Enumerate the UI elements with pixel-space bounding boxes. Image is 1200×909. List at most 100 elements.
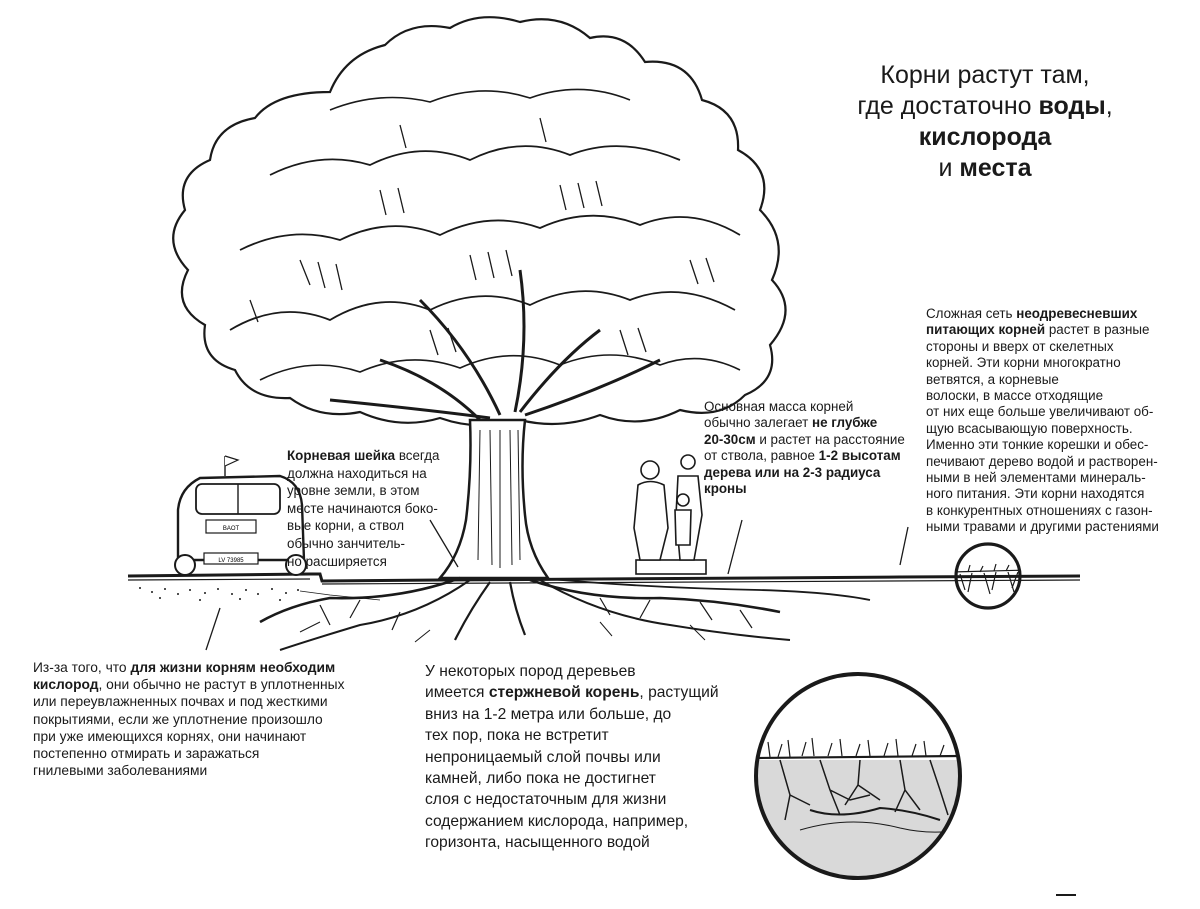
text-line: стороны и вверх от скелетных bbox=[926, 339, 1159, 355]
text-line: Из-за того, что для жизни корням необход… bbox=[33, 659, 345, 676]
bold-text-run: кислорода bbox=[918, 123, 1052, 151]
text-line: горизонта, насыщенного водой bbox=[425, 832, 719, 853]
text-line: при уже имеющихся корнях, они начинают bbox=[33, 728, 345, 745]
text-run: слоя с недостаточным для жизни bbox=[425, 791, 667, 809]
text-line: камней, либо пока не достигнет bbox=[425, 768, 719, 789]
leader-lines bbox=[205, 519, 909, 651]
text-run: стороны и вверх от скелетных bbox=[926, 338, 1114, 354]
text-run: вниз на 1-2 метра или больше, до bbox=[425, 705, 672, 723]
text-run: должна находиться на bbox=[287, 465, 427, 481]
text-run: и bbox=[938, 154, 960, 182]
text-line: ветвятся, а корневые bbox=[926, 372, 1159, 388]
text-line: ными травами и другими растениями bbox=[926, 519, 1159, 535]
text-run: покрытиями, если же уплотнение произошло bbox=[33, 711, 323, 727]
text-line: вые корни, а ствол bbox=[287, 517, 439, 535]
text-run: имеется bbox=[425, 684, 489, 702]
text-line: обычно занчитель- bbox=[287, 535, 439, 553]
diagram-title: Корни растут там,где достаточно воды,кис… bbox=[820, 60, 1150, 184]
bold-text-run: стержневой корень bbox=[488, 684, 640, 702]
bold-text-run: не глубже bbox=[812, 415, 878, 431]
bold-text-run: кислород bbox=[33, 677, 99, 693]
text-line: имеется стержневой корень, растущий bbox=[425, 682, 719, 703]
text-line: волоски, в массе отходящие bbox=[926, 388, 1159, 404]
text-line: покрытиями, если же уплотнение произошло bbox=[33, 711, 345, 728]
bold-text-run: места bbox=[959, 154, 1032, 182]
text-line: 20-30см и растет на расстояние bbox=[704, 432, 905, 448]
text-run: Именно эти тонкие корешки и обес- bbox=[926, 437, 1149, 453]
taxi-car bbox=[174, 455, 307, 576]
text-run: от них еще больше увеличивают об- bbox=[926, 404, 1154, 420]
text-run: где достаточно bbox=[857, 92, 1039, 120]
text-run: ными травами и другими растениями bbox=[926, 519, 1159, 535]
text-run: обычно залегает bbox=[704, 415, 813, 431]
car-sign-label: BAOT bbox=[223, 526, 240, 532]
bold-text-run: неодревесневших bbox=[1016, 306, 1138, 321]
text-run: У некоторых пород деревьев bbox=[425, 663, 636, 680]
text-line: от ствола, равное 1-2 высотам bbox=[704, 448, 905, 464]
text-line: питающих корней растет в разные bbox=[926, 322, 1159, 338]
text-line: Именно эти тонкие корешки и обес- bbox=[926, 437, 1159, 453]
text-line: вниз на 1-2 метра или больше, до bbox=[425, 704, 719, 725]
canopy-shadows bbox=[249, 117, 715, 356]
text-line: Корни растут там, bbox=[820, 60, 1150, 91]
text-run: растет в разные bbox=[1045, 322, 1150, 338]
bold-text-run: Корневая шейка bbox=[287, 448, 396, 463]
bold-text-run: воды bbox=[1038, 92, 1106, 120]
text-run: тех пор, пока не встретит bbox=[425, 727, 609, 745]
text-run: , они обычно не растут в уплотненных bbox=[98, 677, 345, 693]
text-line: обычно залегает не глубже bbox=[704, 415, 905, 431]
text-line: щую всасывающую поверхность. bbox=[926, 421, 1159, 437]
text-line: постепенно отмирать и заражаться bbox=[33, 745, 345, 762]
text-line: от них еще больше увеличивают об- bbox=[926, 404, 1159, 420]
text-line: Основная масса корней bbox=[704, 399, 905, 415]
people-figures bbox=[633, 454, 707, 575]
text-line: гнилевыми заболеваниями bbox=[33, 762, 345, 779]
text-run: обычно занчитель- bbox=[287, 535, 405, 551]
bold-text-run: дерева или на 2-3 радиуса bbox=[704, 464, 881, 480]
text-run: месте начинаются боко- bbox=[287, 500, 438, 516]
text-line: кислорода bbox=[820, 122, 1150, 153]
text-line: содержанием кислорода, например, bbox=[425, 811, 719, 832]
text-line: или переувлажненных почвах и под жестким… bbox=[33, 693, 345, 710]
text-run: камней, либо пока не достигнет bbox=[425, 770, 656, 788]
bold-text-run: питающих корней bbox=[926, 322, 1046, 338]
bold-text-run: для жизни корням необходим bbox=[130, 660, 336, 675]
text-line: где достаточно воды, bbox=[820, 91, 1150, 122]
lateral-roots bbox=[259, 576, 871, 651]
text-run: при уже имеющихся корнях, они начинают bbox=[33, 728, 307, 744]
text-line: должна находиться на bbox=[287, 465, 439, 483]
text-run: гнилевыми заболеваниями bbox=[33, 763, 208, 779]
text-line: слоя с недостаточным для жизни bbox=[425, 789, 719, 810]
text-line: месте начинаются боко- bbox=[287, 500, 439, 518]
text-run: щую всасывающую поверхность. bbox=[926, 420, 1133, 436]
tree-trunk bbox=[437, 418, 551, 580]
text-line: кислород, они обычно не растут в уплотне… bbox=[33, 676, 345, 693]
bold-text-run: кроны bbox=[704, 481, 747, 497]
text-line: ными в ней элементами минераль- bbox=[926, 470, 1159, 486]
text-run: содержанием кислорода, например, bbox=[425, 812, 689, 830]
bold-text-run: 20-30см bbox=[704, 431, 756, 447]
text-run: вые корни, а ствол bbox=[287, 518, 405, 534]
text-line: ного питания. Эти корни находятся bbox=[926, 486, 1159, 502]
text-run: Основная масса корней bbox=[704, 399, 854, 414]
text-run: постепенно отмирать и заражаться bbox=[33, 746, 260, 762]
text-run: Сложная сеть bbox=[926, 306, 1017, 321]
text-run: уровне земли, в этом bbox=[287, 483, 420, 499]
text-run: Корни растут там, bbox=[880, 61, 1090, 89]
taproot-note: У некоторых пород деревьев имеется стержн… bbox=[425, 661, 719, 854]
text-line: дерева или на 2-3 радиуса bbox=[704, 465, 905, 481]
bold-text-run: 1-2 высотам bbox=[818, 448, 901, 464]
text-run: горизонта, насыщенного водой bbox=[425, 834, 650, 852]
text-line: и места bbox=[820, 153, 1150, 184]
text-line: непроницаемый слой почвы или bbox=[425, 747, 719, 768]
text-run: корней. Эти корни многократно bbox=[926, 355, 1121, 371]
text-run: печивают дерево водой и растворен- bbox=[926, 453, 1158, 469]
text-run: ветвятся, а корневые bbox=[926, 371, 1059, 387]
text-run: Из-за того, что bbox=[33, 660, 131, 675]
tree-branches bbox=[329, 269, 661, 422]
text-run: непроницаемый слой почвы или bbox=[425, 748, 661, 766]
